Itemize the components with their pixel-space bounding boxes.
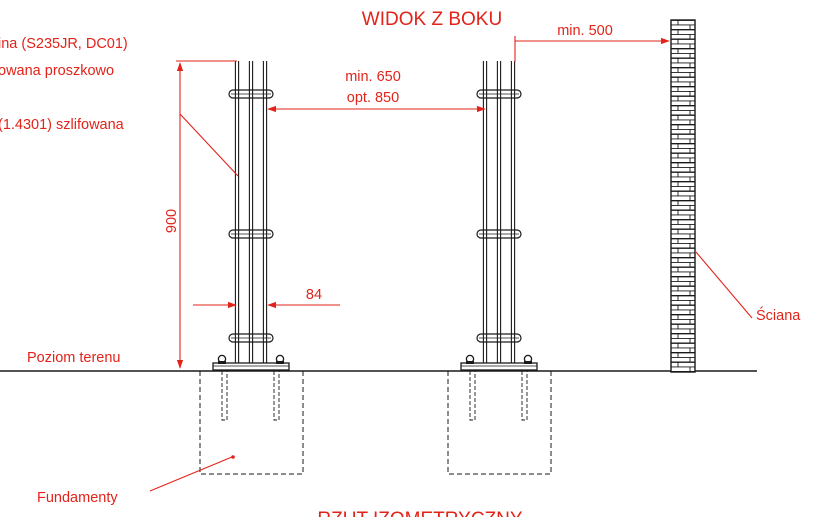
wall — [670, 19, 696, 373]
steel-grade-label: ina (S235JR, DC01) — [0, 36, 128, 52]
foundations-leader — [149, 456, 233, 492]
post-clamp — [476, 229, 522, 239]
post-clamp — [228, 89, 274, 99]
post-clamp — [476, 333, 522, 343]
post-width-text: 84 — [306, 287, 322, 303]
foundations-leader-dot — [231, 455, 235, 459]
foundations-label: Fundamenty — [37, 490, 118, 506]
post-clamp — [228, 229, 274, 239]
spacing-min-text: min. 650 — [345, 69, 401, 85]
post-right — [460, 61, 538, 371]
post-bolt-nut — [276, 361, 284, 364]
post-left — [212, 61, 290, 371]
powder-coated-label: owana proszkowo — [0, 63, 114, 79]
foundation-right — [447, 371, 552, 475]
wall-leader — [695, 251, 753, 319]
ground-level-label: Poziom terenu — [27, 350, 121, 366]
height-dimension — [176, 60, 237, 369]
post-clamp — [228, 333, 274, 343]
stainless-label: (1.4301) szlifowana — [0, 117, 125, 133]
post-bolt-nut — [524, 361, 532, 364]
wall-label: Ściana — [756, 306, 801, 324]
wall-distance-dimension — [514, 36, 670, 62]
post-bolt-nut — [218, 361, 226, 364]
post-base-plate — [460, 362, 538, 371]
height-dimension-text: 900 — [164, 209, 180, 233]
post-base-plate — [212, 362, 290, 371]
post-bolt-nut — [466, 361, 474, 364]
stainless-leader — [179, 113, 239, 177]
post-clamp — [476, 89, 522, 99]
spacing-opt-text: opt. 850 — [347, 90, 399, 106]
wall-distance-text: min. 500 — [557, 23, 613, 39]
side-view-title: WIDOK Z BOKU — [362, 9, 502, 30]
isometric-view-title: RZUT IZOMETRYCZNY — [317, 509, 522, 517]
foundation-left — [199, 371, 304, 475]
